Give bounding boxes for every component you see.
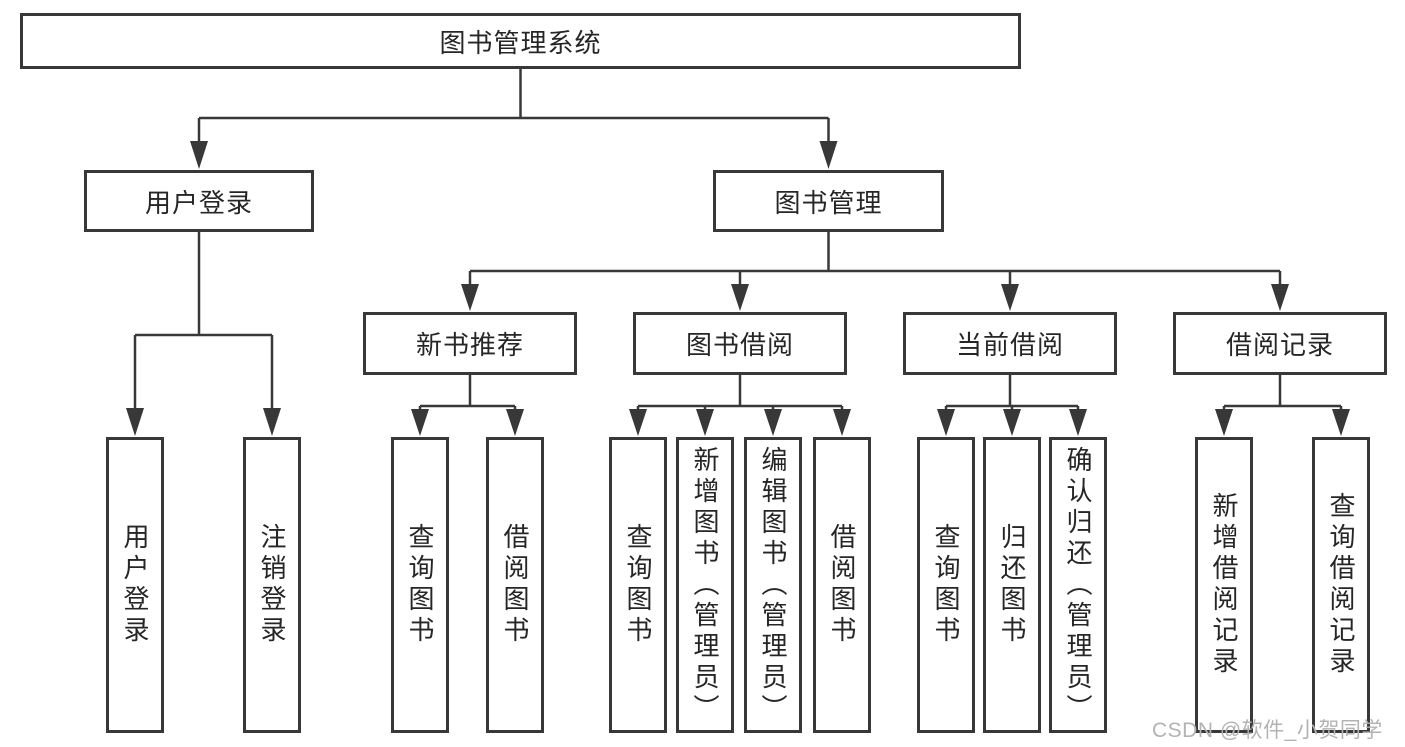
leaf-borrow-books: 借阅图书 — [813, 437, 871, 733]
node-current-borrow-label: 当前借阅 — [955, 330, 1064, 360]
leaf-user-login: 用户登录 — [106, 437, 164, 733]
leaf-borrow-books-recommend-label: 借阅图书 — [500, 523, 530, 647]
leaf-return-book-label: 归还图书 — [997, 523, 1027, 647]
node-book-borrow: 图书借阅 — [633, 312, 847, 375]
connector-root-fork — [197, 69, 830, 143]
node-user-login-label: 用户登录 — [144, 187, 253, 218]
arrowheads-newbook-fork — [411, 409, 524, 436]
leaf-query-books-recommend: 查询图书 — [391, 437, 449, 733]
node-new-book-recommend-label: 新书推荐 — [415, 330, 524, 360]
leaf-confirm-return-admin: 确认归还（管理员） — [1049, 437, 1107, 733]
node-user-login: 用户登录 — [84, 170, 314, 232]
arrowheads-borrowrec-fork — [1215, 409, 1350, 436]
arrowheads-book-mgmt-fork — [461, 284, 1289, 311]
leaf-query-books-recommend-label: 查询图书 — [405, 523, 435, 647]
node-book-management-label: 图书管理 — [774, 187, 883, 218]
csdn-watermark: CSDN @软件_小贺同学 — [1152, 719, 1383, 742]
connector-borrowrec-fork — [1222, 375, 1343, 411]
leaf-query-books-borrow: 查询图书 — [609, 437, 667, 733]
node-new-book-recommend: 新书推荐 — [363, 312, 577, 375]
connector-user-login-fork — [133, 232, 274, 410]
leaf-edit-book-admin-label: 编辑图书（管理员） — [758, 445, 788, 725]
leaf-confirm-return-admin-label: 确认归还（管理员） — [1063, 445, 1093, 725]
node-book-management: 图书管理 — [713, 170, 944, 232]
leaf-query-books-current-label: 查询图书 — [931, 523, 961, 647]
leaf-query-borrow-record-label: 查询借阅记录 — [1326, 492, 1356, 678]
leaf-add-borrow-record-label: 新增借阅记录 — [1209, 492, 1239, 678]
node-borrow-records: 借阅记录 — [1173, 312, 1387, 375]
leaf-add-book-admin-label: 新增图书（管理员） — [690, 445, 720, 725]
leaf-query-books-borrow-label: 查询图书 — [623, 523, 653, 647]
connector-bookborrow-fork — [636, 375, 844, 411]
leaf-query-borrow-record: 查询借阅记录 — [1312, 437, 1370, 733]
connector-curborrow-fork — [944, 375, 1080, 411]
connector-book-mgmt-fork — [468, 232, 1282, 286]
leaf-logout: 注销登录 — [243, 437, 301, 733]
leaf-return-book: 归还图书 — [983, 437, 1041, 733]
node-root: 图书管理系统 — [20, 13, 1021, 69]
arrowheads-bookborrow-fork — [629, 409, 851, 436]
node-root-label: 图书管理系统 — [439, 27, 602, 58]
leaf-logout-label: 注销登录 — [257, 523, 287, 647]
arrowheads-curborrow-fork — [937, 409, 1087, 436]
arrowheads-root-fork — [190, 141, 838, 169]
leaf-query-books-current: 查询图书 — [917, 437, 975, 733]
leaf-add-book-admin: 新增图书（管理员） — [676, 437, 734, 733]
leaf-edit-book-admin: 编辑图书（管理员） — [744, 437, 802, 733]
leaf-borrow-books-label: 借阅图书 — [827, 523, 857, 647]
leaf-user-login-label: 用户登录 — [120, 523, 150, 647]
node-current-borrow: 当前借阅 — [903, 312, 1117, 375]
connector-newbook-fork — [418, 375, 517, 411]
leaf-borrow-books-recommend: 借阅图书 — [486, 437, 544, 733]
node-book-borrow-label: 图书借阅 — [685, 330, 794, 360]
node-borrow-records-label: 借阅记录 — [1225, 330, 1334, 360]
arrowheads-user-login-fork — [126, 408, 281, 436]
leaf-add-borrow-record: 新增借阅记录 — [1195, 437, 1253, 733]
